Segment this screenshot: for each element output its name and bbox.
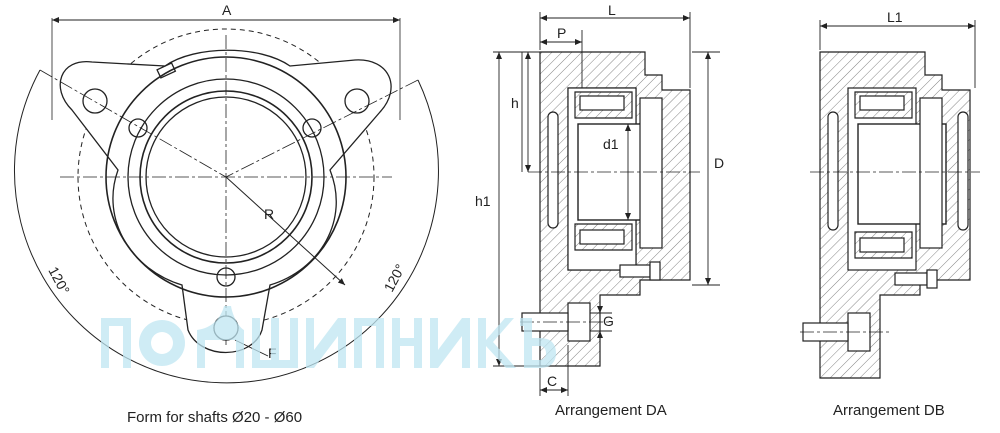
section-db — [802, 51, 971, 379]
label-D: D — [714, 155, 724, 171]
grease-nipple — [156, 62, 177, 79]
db-seal-right — [957, 111, 969, 231]
db-seal-left — [827, 111, 839, 231]
label-d1: d1 — [603, 136, 619, 152]
bolt-hole-left — [82, 88, 108, 114]
label-P: P — [557, 25, 566, 41]
caption-da: Arrangement DA — [555, 402, 667, 419]
bolt-hole-right — [344, 88, 370, 114]
cover-screw-1 — [128, 118, 148, 138]
front-view — [13, 17, 439, 384]
cover-screw-2 — [302, 118, 322, 138]
label-C: C — [547, 373, 557, 389]
caption-form: Form for shafts Ø20 - Ø60 — [127, 409, 302, 426]
label-angle-left: 120° — [45, 264, 73, 297]
label-h: h — [511, 95, 519, 111]
label-R: R — [264, 206, 274, 222]
watermark-logo — [101, 306, 556, 368]
label-angle-right: 120° — [381, 261, 409, 294]
angle-arc — [13, 69, 439, 384]
reference-circle-R — [77, 28, 375, 326]
label-L: L — [608, 2, 616, 18]
section-da — [521, 51, 691, 367]
label-G: G — [603, 313, 614, 329]
caption-db: Arrangement DB — [833, 402, 945, 419]
label-L1: L1 — [887, 9, 903, 25]
da-seal — [547, 111, 559, 229]
label-A: A — [222, 2, 232, 18]
label-h1: h1 — [475, 193, 491, 209]
